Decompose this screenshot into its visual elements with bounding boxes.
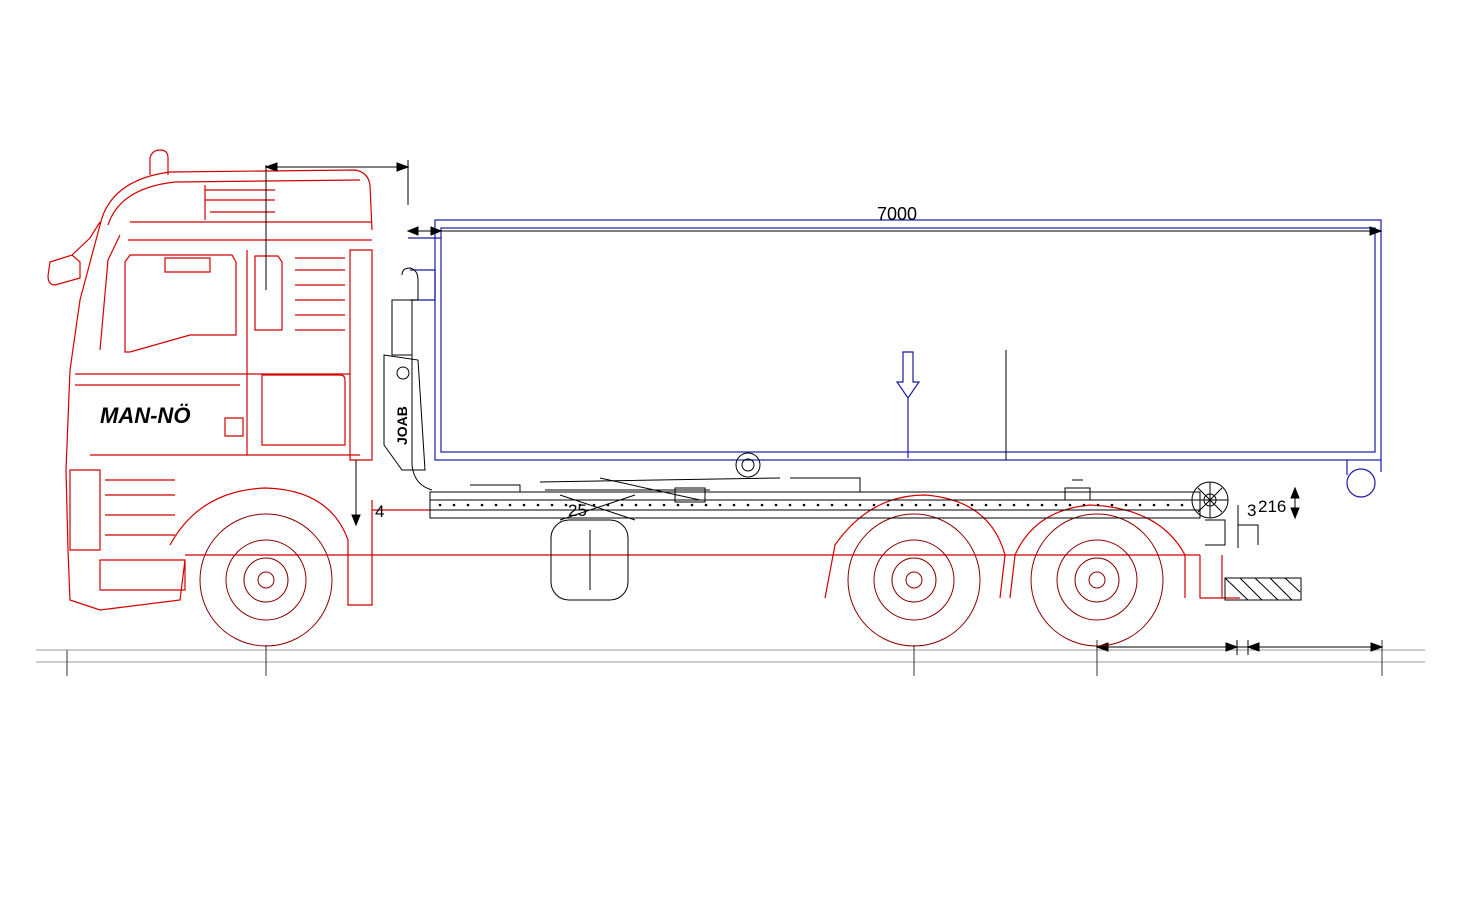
subframe-hole	[914, 503, 918, 507]
container-body	[408, 219, 1382, 498]
subframe-hole	[998, 503, 1002, 507]
dim-rear-height: 216	[1258, 497, 1286, 516]
subframe-hole	[466, 503, 470, 507]
subframe-hole	[1138, 503, 1142, 507]
load-arrow-icon	[895, 351, 921, 458]
dim-body-length: 7000	[877, 204, 917, 224]
subframe-hole	[788, 503, 792, 507]
subframe-hole	[704, 503, 708, 507]
subframe-hole	[774, 503, 778, 507]
subframe-hole	[1026, 503, 1030, 507]
subframe-hole	[480, 503, 484, 507]
subframe-hole	[858, 503, 862, 507]
subframe-hole	[648, 503, 652, 507]
rear-wheel-2	[1030, 513, 1164, 647]
subframe-hole	[886, 503, 890, 507]
subframe-hole	[984, 503, 988, 507]
subframe-hole	[452, 503, 456, 507]
subframe-hole	[732, 503, 736, 507]
subframe-hole	[830, 503, 834, 507]
subframe-hole	[1110, 503, 1114, 507]
subframe-hole	[550, 503, 554, 507]
subframe-hole	[522, 503, 526, 507]
subframe-hole	[718, 503, 722, 507]
subframe-hole	[578, 503, 582, 507]
subframe-hole	[662, 503, 666, 507]
subframe-hole	[1068, 503, 1072, 507]
subframe-hole	[634, 503, 638, 507]
subframe-hole	[900, 503, 904, 507]
subframe-hole	[956, 503, 960, 507]
subframe-hole	[592, 503, 596, 507]
dim-frame-offset: 4	[375, 502, 384, 521]
subframe-hole	[1012, 503, 1016, 507]
subframe-hole	[1152, 503, 1156, 507]
subframe-hole	[1054, 503, 1058, 507]
subframe-hole	[928, 503, 932, 507]
subframe-hole	[494, 503, 498, 507]
subframe-hole	[1096, 503, 1100, 507]
cab-label: MAN-NÖ	[100, 403, 190, 428]
dimension-lines	[264, 160, 1383, 527]
subframe-hole	[508, 503, 512, 507]
subframe-hole	[564, 503, 568, 507]
subframe-hole	[942, 503, 946, 507]
subframe-hole	[844, 503, 848, 507]
subframe-hole	[746, 503, 750, 507]
subframe-hole	[606, 503, 610, 507]
subframe-hole	[1180, 503, 1184, 507]
subframe-hole	[1166, 503, 1170, 507]
subframe-hole	[438, 503, 442, 507]
subframe-hole	[970, 503, 974, 507]
truck-cab	[47, 149, 1240, 611]
crane-logo: JOAB	[394, 406, 410, 445]
subframe-hole	[816, 503, 820, 507]
ground-line	[36, 640, 1425, 676]
subframe-hole	[690, 503, 694, 507]
subframe-hole	[1040, 503, 1044, 507]
rear-wheel-1	[847, 513, 981, 647]
hookloader	[383, 267, 1302, 601]
subframe-hole	[872, 503, 876, 507]
subframe-hole	[620, 503, 624, 507]
subframe-holes	[438, 503, 1184, 507]
subframe-hole	[676, 503, 680, 507]
front-wheel	[199, 513, 333, 647]
subframe-hole	[802, 503, 806, 507]
subframe-hole	[1124, 503, 1128, 507]
rear-overhang-dimension	[1095, 640, 1384, 655]
subframe-hole	[1082, 503, 1086, 507]
subframe-hole	[536, 503, 540, 507]
dim-rear-small: 3	[1247, 501, 1256, 520]
dim-subframe-gap: 25	[568, 501, 587, 520]
subframe-hole	[760, 503, 764, 507]
